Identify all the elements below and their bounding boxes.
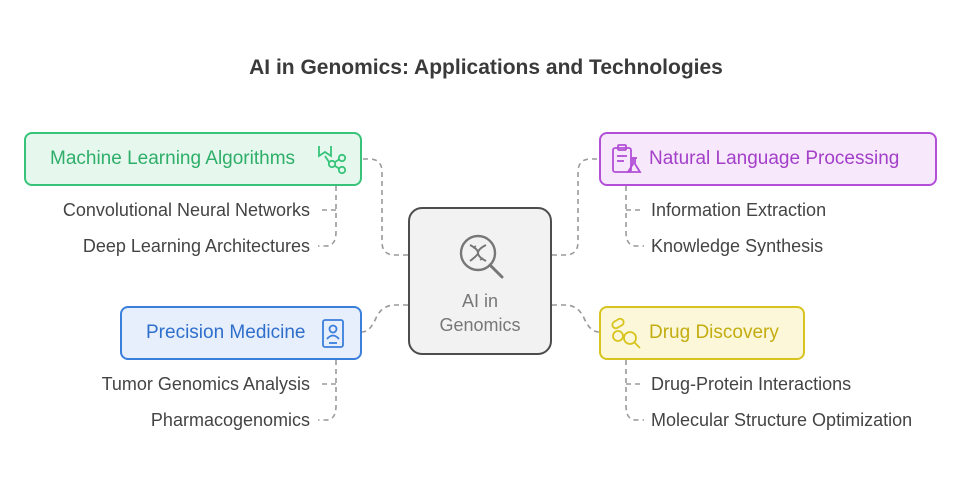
- ml-item-cnn: Convolutional Neural Networks: [62, 200, 310, 220]
- clipboard-flask-icon: [612, 144, 642, 173]
- connector-ml-items: [318, 186, 337, 247]
- connector-dd-items: [625, 360, 644, 421]
- branch-precision-medicine: Precision Medicine: [120, 306, 362, 360]
- branch-label: Machine Learning Algorithms: [50, 148, 296, 169]
- pills-search-icon: [611, 317, 641, 349]
- branch-machine-learning: Machine Learning Algorithms: [24, 132, 362, 186]
- pm-item-tumor-genomics: Tumor Genomics Analysis: [101, 374, 310, 394]
- nlp-item-info-extraction: Information Extraction: [651, 200, 827, 220]
- id-badge-icon: [322, 319, 344, 348]
- diagram-title: AI in Genomics: Applications and Technol…: [249, 56, 723, 79]
- ml-item-dla: Deep Learning Architectures: [82, 236, 310, 256]
- branch-nlp: Natural Language Processing: [599, 132, 937, 186]
- dd-item-drug-protein: Drug-Protein Interactions: [651, 374, 852, 394]
- pm-item-pharmacogenomics: Pharmacogenomics: [150, 410, 310, 430]
- center-label-line1: AI in: [461, 291, 499, 311]
- connector-nlp-items: [625, 186, 644, 247]
- dna-magnifier-icon: [459, 234, 504, 279]
- connector-pm: [361, 304, 408, 333]
- branch-label: Drug Discovery: [649, 322, 779, 343]
- center-label: AI in Genomics: [410, 289, 550, 337]
- branch-label: Natural Language Processing: [649, 148, 900, 169]
- center-label-line2: Genomics: [439, 315, 521, 335]
- branch-label: Precision Medicine: [146, 322, 306, 343]
- connector-dd: [552, 304, 600, 333]
- connector-nlp: [552, 158, 599, 256]
- connector-ml: [362, 158, 408, 256]
- molecule-network-icon: [318, 146, 347, 175]
- dd-item-molecular-structure: Molecular Structure Optimization: [651, 410, 913, 430]
- nlp-item-knowledge-synthesis: Knowledge Synthesis: [651, 236, 824, 256]
- center-node: AI in Genomics: [408, 207, 552, 355]
- branch-drug-discovery: Drug Discovery: [599, 306, 805, 360]
- connector-pm-items: [318, 360, 337, 421]
